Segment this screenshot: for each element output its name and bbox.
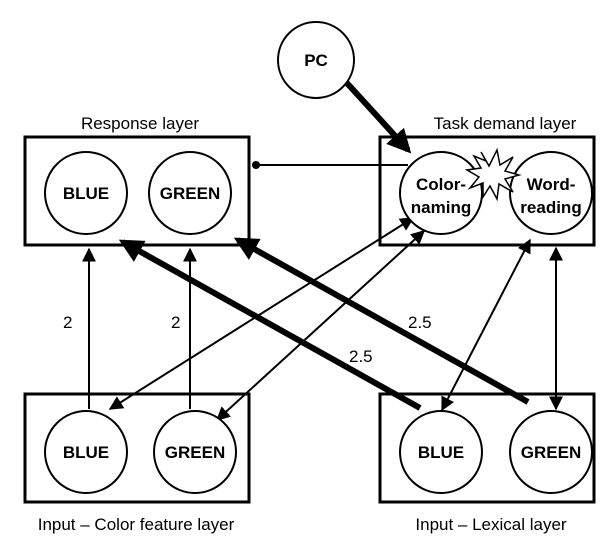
- color-input-green-node: [153, 410, 237, 494]
- response-green-label: GREEN: [160, 184, 220, 203]
- response-layer-label: Response layer: [81, 114, 199, 133]
- color-naming-label-line1: Color-: [416, 175, 466, 194]
- weight-color-green: 2: [171, 313, 180, 332]
- pc-label: PC: [304, 51, 328, 70]
- pc-node: [277, 21, 355, 99]
- connection-dot: [252, 161, 260, 169]
- lexical-input-green-label: GREEN: [521, 443, 581, 462]
- word-reading-label-line1: Word-: [527, 175, 576, 194]
- lexical-layer-label: Input – Lexical layer: [415, 515, 567, 534]
- response-green-node: [148, 151, 232, 235]
- lexical-input-blue-label: BLUE: [418, 443, 464, 462]
- color-feature-layer-label: Input – Color feature layer: [38, 515, 235, 534]
- lexical-blue-to-response-blue-arrow: [118, 239, 422, 411]
- color-naming-node: [399, 151, 483, 235]
- lexical-green-to-response-green-arrow: [233, 237, 530, 405]
- wordreading-to-lexical-blue-arrow: [441, 238, 531, 412]
- lexical-input-green-node: [509, 410, 593, 494]
- weight-color-blue: 2: [63, 313, 72, 332]
- color-naming-label-line2: naming: [411, 198, 471, 217]
- weight-lexical-blue: 2.5: [349, 347, 373, 366]
- weight-lexical-green: 2.5: [408, 313, 432, 332]
- word-reading-label-line2: reading: [520, 198, 581, 217]
- color-input-blue-label: BLUE: [63, 443, 109, 462]
- lexical-input-blue-node: [399, 410, 483, 494]
- colornaming-to-color-green-arrow: [215, 230, 426, 421]
- task-demand-layer-label: Task demand layer: [434, 114, 577, 133]
- response-blue-label: BLUE: [63, 184, 109, 203]
- word-reading-node: [509, 151, 593, 235]
- response-blue-node: [44, 151, 128, 235]
- pc-to-colornaming-arrow: [343, 79, 412, 154]
- color-input-blue-node: [44, 410, 128, 494]
- color-input-green-label: GREEN: [165, 443, 225, 462]
- conflict-burst-icon: [464, 147, 522, 202]
